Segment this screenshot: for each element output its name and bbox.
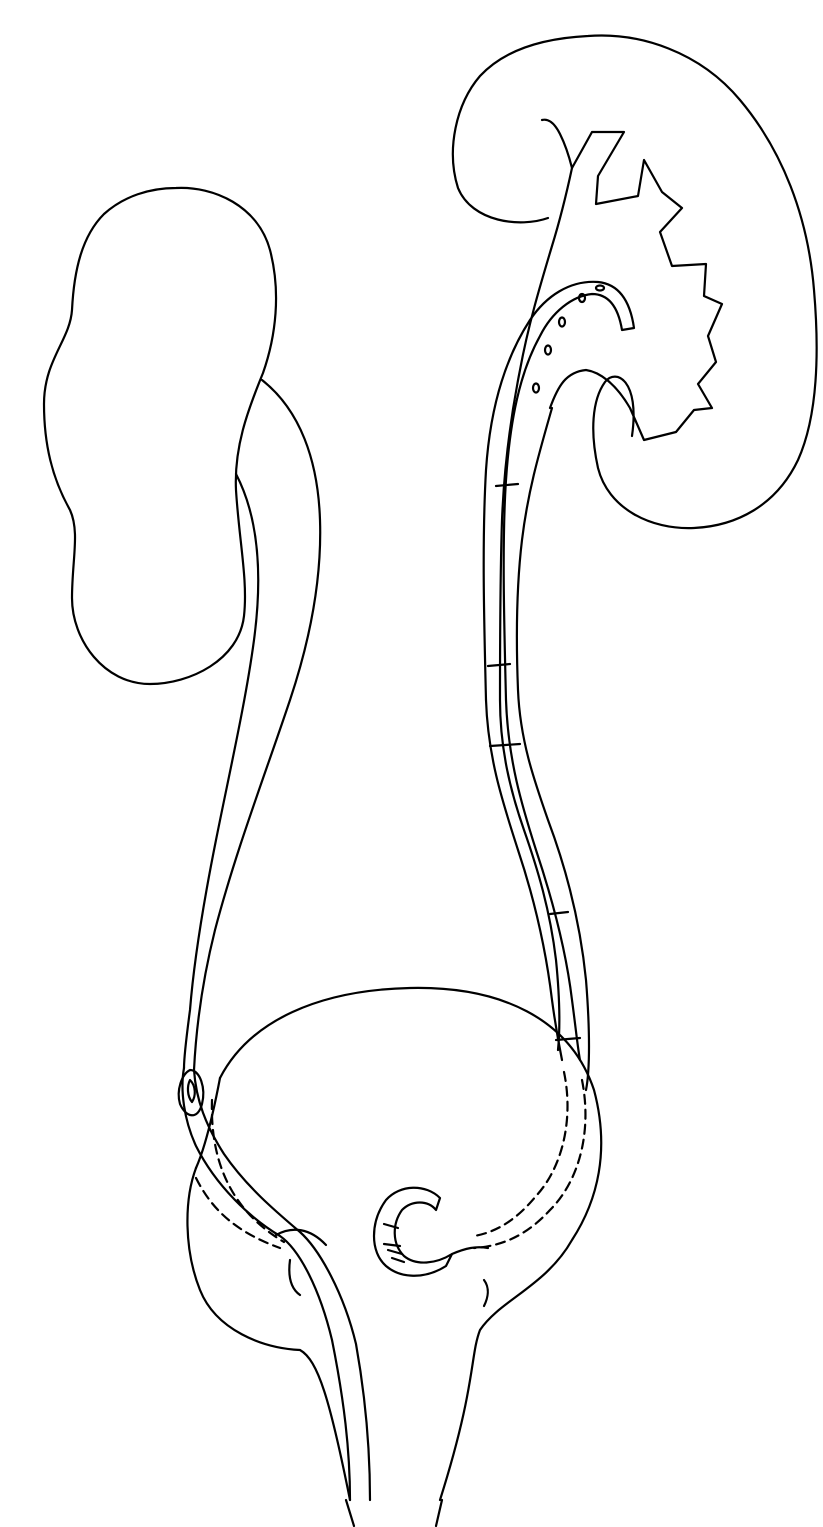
left-kidney	[44, 188, 276, 684]
renal-pelvis-and-calyces	[542, 120, 722, 440]
bladder	[187, 988, 601, 1500]
urethra	[346, 1500, 442, 1526]
ureteral-stent	[484, 282, 634, 1060]
left-ureter	[184, 380, 320, 1070]
stent-bladder-curl	[374, 1188, 488, 1276]
